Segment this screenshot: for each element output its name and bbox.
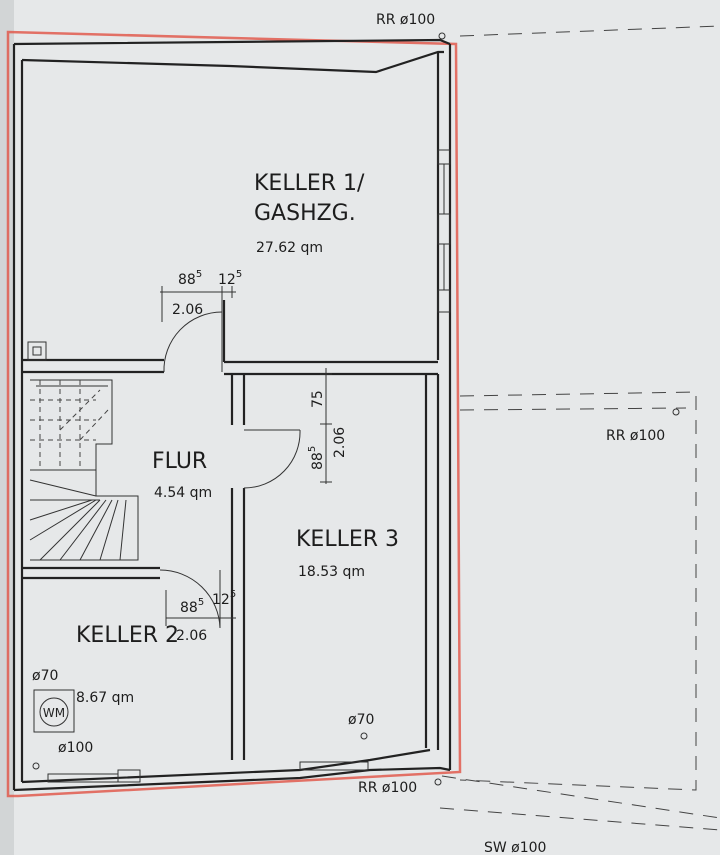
dim-door-bottom-width: 885: [180, 597, 204, 616]
pipe-label-k2-100: ø100: [58, 740, 93, 756]
room-flur-name: FLUR: [152, 449, 207, 474]
dim-door-mid-height: 2.06: [332, 427, 348, 458]
chimney-square: [27, 341, 47, 361]
dim-door-bottom-jamb: 125: [212, 589, 236, 608]
room-keller2-area: 8.67 qm: [76, 690, 134, 706]
washing-machine-symbol: WM: [33, 689, 75, 733]
room-flur-area: 4.54 qm: [154, 485, 212, 501]
pipe-label-sw-bottom: SW ø100: [484, 840, 546, 855]
adjacent-outlines: [32, 25, 720, 831]
exterior-walls: [12, 38, 452, 792]
room-keller3-area: 18.53 qm: [298, 564, 365, 580]
room-keller3-name: KELLER 3: [296, 527, 399, 552]
dim-door-top-jamb: 125: [218, 269, 242, 288]
pipe-label-k2-70: ø70: [32, 668, 58, 684]
interior-walls: [22, 300, 440, 760]
pipe-label-k3-70: ø70: [348, 712, 374, 728]
property-boundary: [6, 30, 462, 798]
room-keller1-subname: GASHZG.: [254, 201, 356, 226]
pipe-label-rr-top: RR ø100: [376, 12, 435, 28]
pipe-label-rr-bottom: RR ø100: [358, 780, 417, 796]
washing-machine-label: WM: [43, 706, 65, 720]
dim-door-mid-top: 75: [310, 390, 326, 408]
room-keller1-name: KELLER 1/: [254, 171, 365, 196]
dim-door-top-height: 2.06: [172, 302, 203, 318]
room-keller1-area: 27.62 qm: [256, 240, 323, 256]
staircase: [29, 379, 139, 561]
dim-door-top-width: 885: [178, 269, 202, 288]
dimension-lines: [160, 286, 332, 626]
pipe-label-rr-right: RR ø100: [606, 428, 665, 444]
dim-door-mid-width: 885: [307, 446, 326, 470]
room-keller2-name: KELLER 2: [76, 623, 179, 648]
dim-door-bottom-height: 2.06: [176, 628, 207, 644]
